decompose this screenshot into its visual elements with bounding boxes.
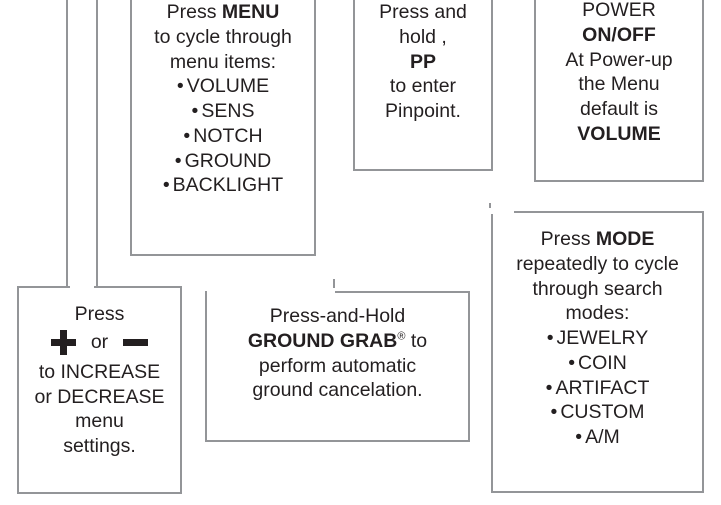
pinpoint-callout: Press and hold , PP to enter Pinpoint. — [353, 0, 493, 171]
pinpoint-line-1: Press and — [379, 1, 467, 23]
power-callout: POWER ON/OFF At Power-up the Menu defaul… — [534, 0, 704, 182]
plus-minus-line-3: menu — [75, 410, 124, 433]
plus-minus-glyph-row: or — [19, 327, 180, 360]
ground-grab-line-2: GROUND GRAB® to — [247, 329, 428, 352]
ground-grab-callout-body: Press-and-Hold GROUND GRAB® to perform a… — [207, 304, 468, 403]
mode-line-2: repeatedly to cycle — [516, 252, 679, 275]
menu-line-2: to cycle through — [154, 25, 292, 48]
plus-minus-line-1: to INCREASE — [38, 360, 161, 383]
ground-grab-line-4: ground cancelation. — [252, 379, 423, 402]
mode-line-3: through search — [532, 277, 663, 300]
pinpoint-callout-body: Press and hold , PP to enter Pinpoint. — [355, 0, 491, 124]
mode-bullet-coin: •COIN — [568, 351, 627, 374]
pinpoint-line-5: Pinpoint. — [385, 100, 461, 122]
plus-minus-line-press: Press — [74, 303, 125, 325]
mode-bullet-jewelry: •JEWELRY — [546, 327, 649, 349]
pinpoint-line-2: hold , — [399, 25, 447, 48]
power-line-5: default is — [579, 98, 659, 120]
pinpoint-line-4: to enter — [389, 75, 457, 98]
menu-bullet-ground: •GROUND — [174, 149, 272, 172]
menu-callout-body: Press MENU to cycle through menu items: … — [132, 0, 314, 198]
mode-callout: Press MODE repeatedly to cycle through s… — [491, 211, 704, 493]
mode-bullet-list: •JEWELRY •COIN •ARTIFACT •CUSTOM •A/M — [493, 326, 702, 450]
ground-grab-line-1: Press-and-Hold — [269, 305, 406, 327]
power-line-2-onoff: ON/OFF — [582, 23, 656, 46]
menu-bullet-notch: •NOTCH — [183, 124, 263, 147]
power-line-4: the Menu — [578, 73, 660, 96]
mode-callout-body: Press MODE repeatedly to cycle through s… — [493, 227, 702, 450]
ground-grab-callout: Press-and-Hold GROUND GRAB® to perform a… — [205, 291, 470, 442]
mode-bullet-custom: •CUSTOM — [550, 401, 645, 424]
menu-bullet-volume: •VOLUME — [176, 75, 270, 98]
mode-bullet-am: •A/M — [575, 426, 620, 448]
menu-line-1: Press MENU — [166, 1, 280, 23]
menu-bullet-sens: •SENS — [191, 100, 255, 122]
menu-line-3: menu items: — [169, 50, 277, 73]
plus-minus-callout: Press or to INCREASE or DECREASE menu se… — [17, 286, 182, 494]
connector-line-groundgrab-vertical — [333, 279, 335, 293]
power-callout-body: POWER ON/OFF At Power-up the Menu defaul… — [536, 0, 702, 147]
power-line-1: POWER — [582, 0, 656, 21]
border-gap-plus-minus — [70, 283, 94, 289]
plus-minus-callout-body: Press or to INCREASE or DECREASE menu se… — [19, 302, 180, 459]
ground-grab-line-3: perform automatic — [258, 354, 417, 377]
mode-line-4: modes: — [565, 302, 630, 325]
plus-minus-line-4: settings. — [63, 435, 136, 457]
plus-icon — [51, 329, 77, 355]
minus-icon — [122, 330, 148, 355]
mode-line-1: Press MODE — [540, 228, 655, 250]
plus-minus-or-word: or — [90, 330, 109, 353]
border-gap-ground-grab — [207, 288, 335, 294]
border-gap-mode — [489, 208, 514, 214]
power-line-6-volume: VOLUME — [577, 122, 661, 145]
power-line-3: At Power-up — [565, 48, 673, 71]
menu-bullet-backlight: •BACKLIGHT — [162, 174, 284, 197]
menu-callout: Press MENU to cycle through menu items: … — [130, 0, 316, 256]
pinpoint-line-3-pp: PP — [409, 50, 436, 73]
connector-line-menu-right — [96, 0, 98, 288]
connector-line-menu-left — [66, 0, 68, 288]
plus-minus-line-2: or DECREASE — [34, 385, 165, 408]
menu-bullet-list: •VOLUME •SENS •NOTCH •GROUND •BACKLIGHT — [132, 74, 314, 198]
mode-bullet-artifact: •ARTIFACT — [545, 376, 650, 399]
